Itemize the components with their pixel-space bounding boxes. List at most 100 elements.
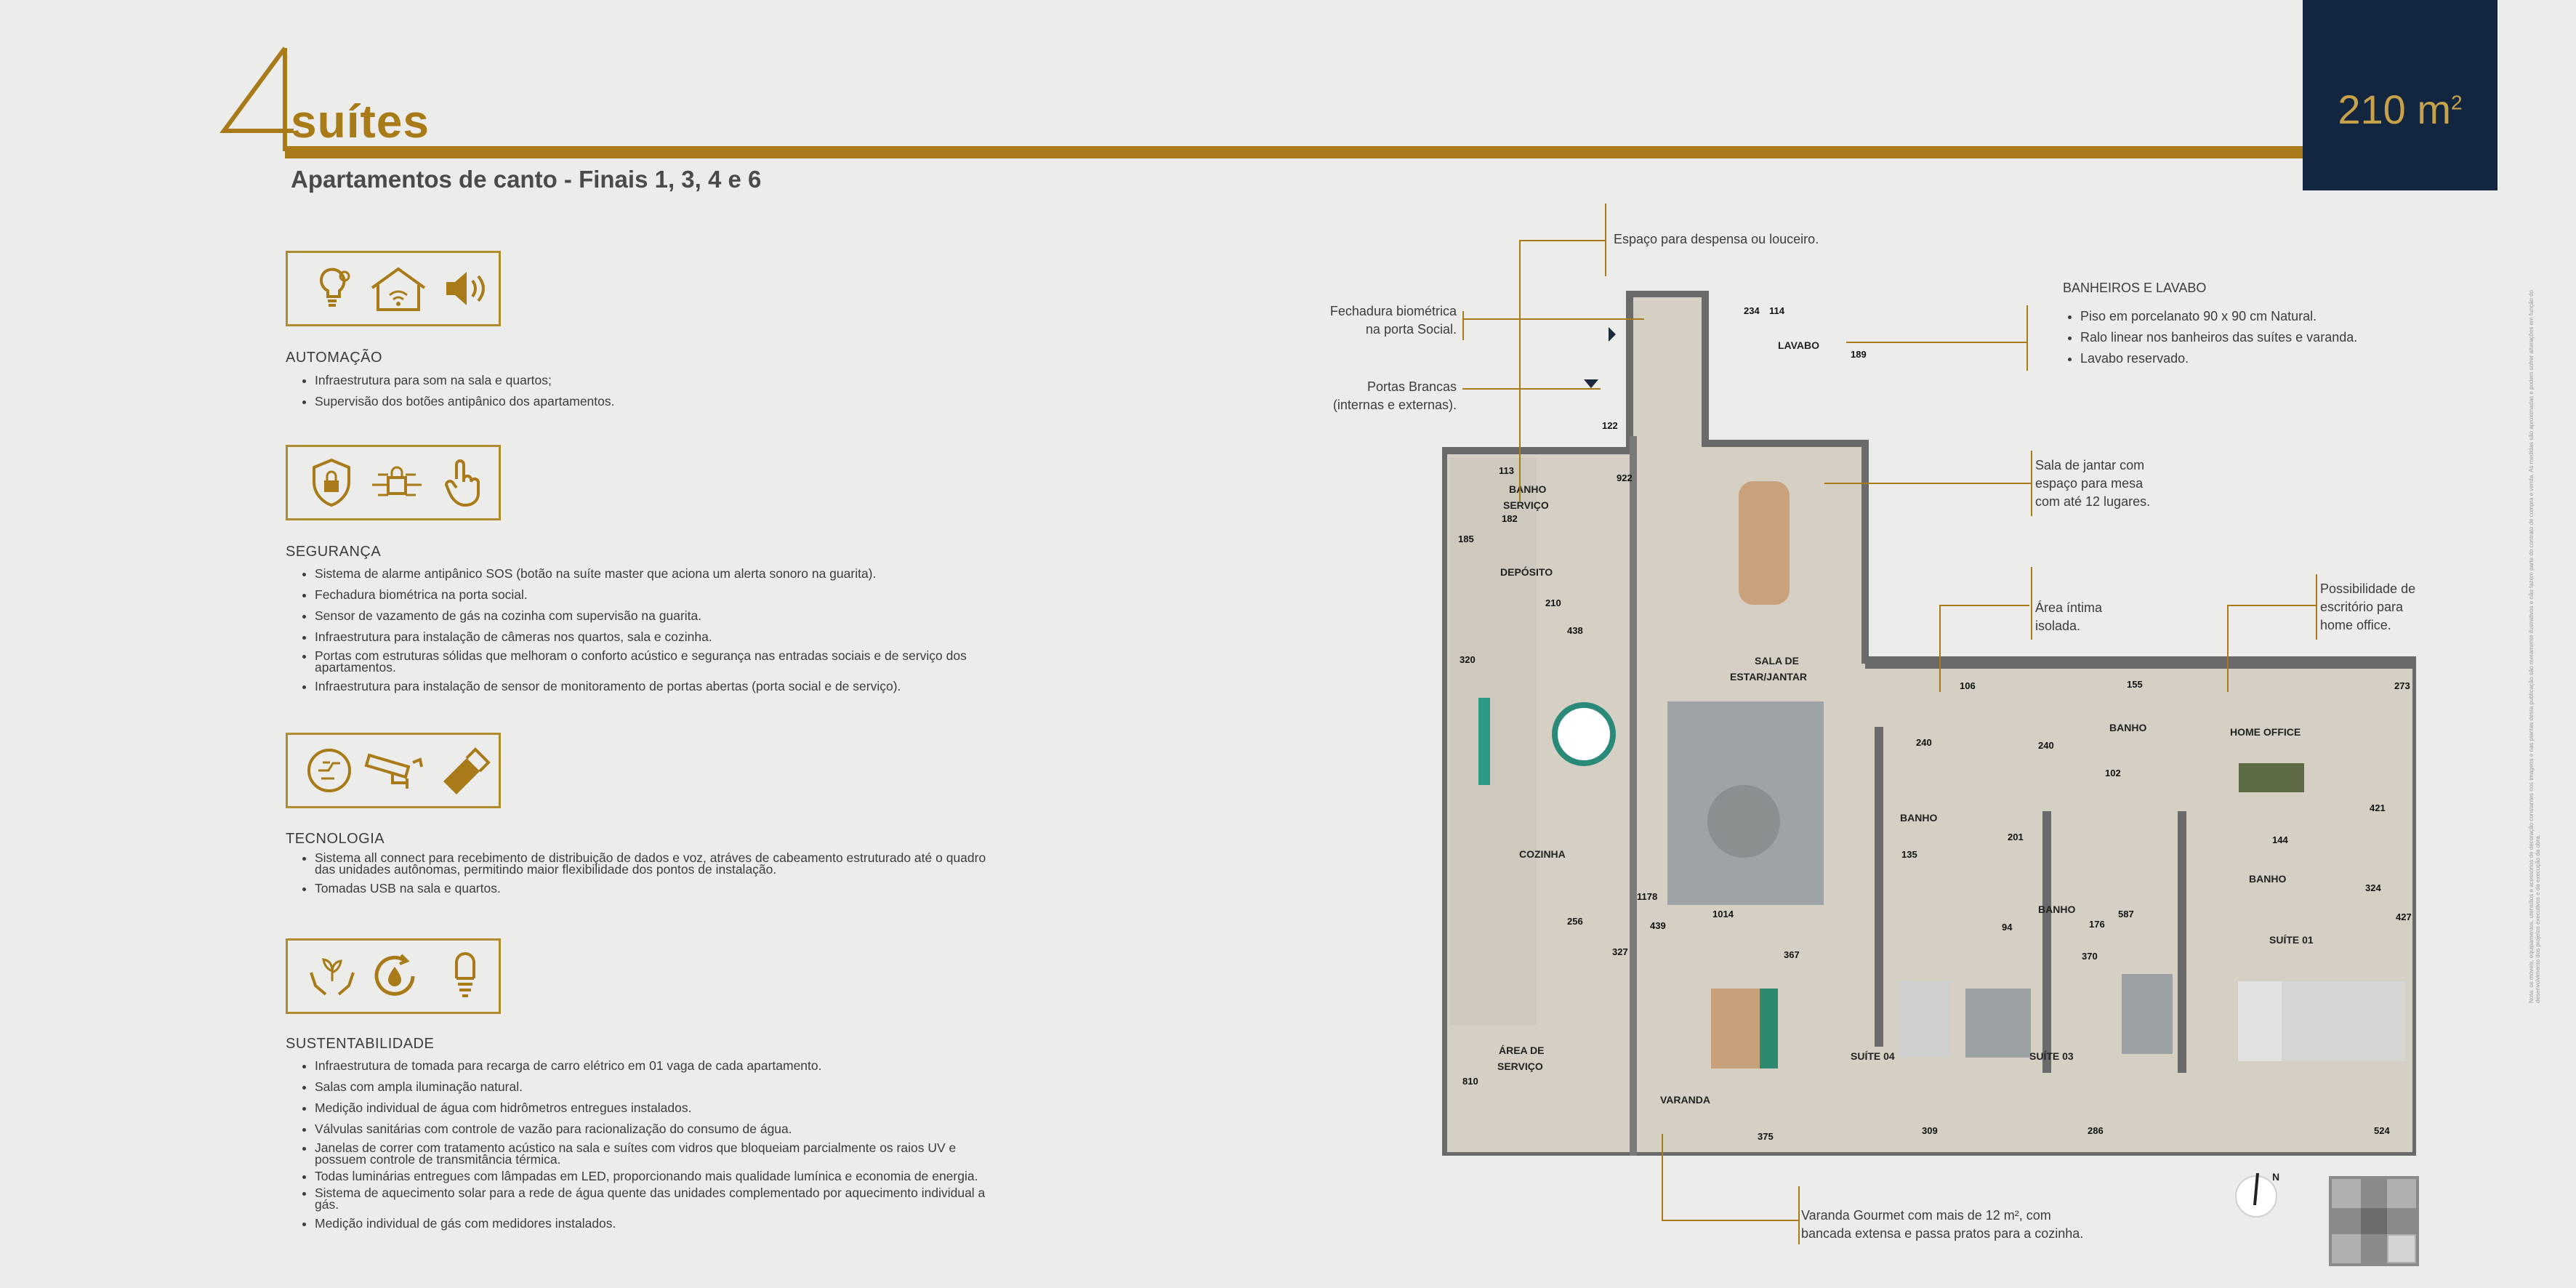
leader-line (2026, 305, 2028, 371)
room-label: BANHO (1900, 812, 1937, 824)
list-item: Tomadas USB na sala e quartos. (315, 880, 998, 896)
key-plan-image (2329, 1176, 2419, 1266)
floor-plan: LAVABO BANHO SERVIÇO DEPÓSITO SALA DE ES… (1442, 291, 2416, 1156)
dim-label: 256 (1567, 916, 1583, 927)
room-label: ESTAR/JANTAR (1730, 671, 1807, 683)
key-plan-graphic (2332, 1179, 2416, 1263)
security-title: SEGURANÇA (286, 544, 382, 560)
sustainability-icons-box (286, 938, 501, 1014)
list-item: Válvulas sanitárias com controle de vazã… (315, 1121, 998, 1137)
dim-label: 286 (2088, 1125, 2104, 1136)
water-cycle-icon (374, 954, 415, 996)
dim-label: 587 (2118, 909, 2134, 919)
dim-label: 370 (2082, 951, 2098, 962)
leader-line (1939, 605, 1941, 692)
leader-line (1462, 388, 1601, 390)
dim-label: 94 (2002, 922, 2013, 933)
callout-escritorio: Possibilidade de escritório para home of… (2320, 580, 2415, 635)
room-label: SUÍTE 03 (2029, 1050, 2074, 1062)
list-item: Infraestrutura para instalação de câmera… (315, 629, 998, 645)
leader-line (1462, 318, 1644, 320)
room-label: SUÍTE 04 (1851, 1050, 1895, 1062)
automation-icons-box (286, 251, 501, 326)
callout-line: na porta Social. (1365, 322, 1457, 337)
list-item: Medição individual de gás com medidores … (315, 1215, 998, 1231)
list-item: Medição individual de água com hidrômetr… (315, 1100, 998, 1116)
callout-line: Varanda Gourmet com mais de 12 m², com (1801, 1208, 2051, 1223)
technology-icons-box (286, 733, 501, 808)
list-item: Sistema all connect para recebimento de … (315, 851, 998, 876)
area-value: 210 m2 (2338, 86, 2463, 132)
list-item: Sistema de alarme antipânico SOS (botão … (315, 565, 998, 581)
dim-label: 1014 (1712, 909, 1734, 919)
room-label: BANHO (2249, 873, 2286, 885)
room-label: SUÍTE 01 (2269, 934, 2314, 946)
dim-label: 438 (1567, 625, 1583, 636)
page-title: suítes (291, 95, 430, 148)
callout-line: Sala de jantar com (2035, 458, 2145, 472)
callout-line: com até 12 lugares. (2035, 494, 2151, 509)
callout-line: escritório para (2320, 600, 2404, 614)
leader-line (1798, 1186, 1800, 1244)
dim-label: 122 (1602, 420, 1618, 431)
page-subtitle: Apartamentos de canto - Finais 1, 3, 4 e… (291, 166, 762, 193)
leader-line (1662, 1220, 1800, 1221)
shield-lock-icon (313, 458, 350, 507)
leader-line (1662, 1134, 1663, 1220)
leader-line (2031, 451, 2032, 516)
dim-label: 155 (2127, 679, 2143, 690)
room-label: BANHO (1509, 483, 1546, 495)
hands-plant-icon (310, 958, 355, 996)
callout-intima: Área íntima isolada. (2035, 599, 2102, 635)
callout-line: Portas Brancas (1367, 379, 1457, 394)
list-item: Infraestrutura de tomada para recarga de… (315, 1058, 998, 1074)
dim-label: 240 (1916, 737, 1932, 748)
speaker-icon (446, 272, 485, 305)
callout-jantar: Sala de jantar com espaço para mesa com … (2035, 456, 2150, 511)
dim-label: 102 (2105, 768, 2121, 778)
legal-note: Nota: os móveis, equipamentos, utensílio… (2528, 290, 2541, 1003)
callout-line: bancada extensa e passa pratos para a co… (1801, 1226, 2084, 1241)
area-badge: 210 m2 (2303, 0, 2497, 190)
callout-line: Área íntima (2035, 600, 2103, 615)
list-item: Piso em porcelanato 90 x 90 cm Natural. (2080, 306, 2357, 327)
dim-label: 185 (1458, 534, 1474, 544)
leader-line (1519, 240, 1521, 502)
leader-line (1462, 311, 1464, 340)
decorative-stripes (9, 0, 209, 1288)
dim-label: 144 (2272, 834, 2288, 845)
leader-line (1846, 342, 2028, 343)
touch-hand-icon (444, 459, 480, 507)
list-item: Infraestrutura para som na sala e quarto… (315, 372, 998, 388)
dim-label: 210 (1545, 597, 1561, 608)
smart-bulb-icon (320, 267, 350, 307)
usb-drive-icon (443, 747, 491, 794)
sustainability-title: SUSTENTABILIDADE (286, 1036, 435, 1052)
dim-label: 810 (1462, 1076, 1478, 1087)
dim-label: 524 (2374, 1125, 2390, 1136)
dim-label: 367 (1784, 949, 1800, 960)
room-label: BANHO (2038, 903, 2075, 915)
dim-label: 273 (2394, 680, 2410, 691)
room-label: COZINHA (1519, 848, 1566, 860)
room-label: SERVIÇO (1497, 1060, 1543, 1072)
security-camera-icon (364, 753, 423, 789)
callout-line: Possibilidade de (2320, 581, 2416, 596)
callout-line: espaço para mesa (2035, 476, 2144, 491)
leader-line (2031, 567, 2032, 640)
leader-line (2227, 605, 2316, 606)
list-item: Infraestrutura para instalação de sensor… (315, 678, 998, 694)
room-label: BANHO (2109, 722, 2146, 733)
dim-label: 106 (1960, 680, 1976, 691)
leader-line (2316, 574, 2317, 640)
dim-label: 1178 (1637, 891, 1657, 902)
number-four-logo (220, 47, 294, 151)
callout-fechadura: Fechadura biométrica na porta Social. (1294, 302, 1457, 339)
leader-line (1939, 605, 2029, 606)
room-label: ÁREA DE (1499, 1045, 1545, 1056)
dim-label: 189 (1851, 349, 1867, 360)
dim-label: 421 (2370, 802, 2386, 813)
dim-label: 113 (1499, 465, 1514, 476)
callout-line: home office. (2320, 618, 2391, 632)
callout-line: isolada. (2035, 619, 2081, 633)
